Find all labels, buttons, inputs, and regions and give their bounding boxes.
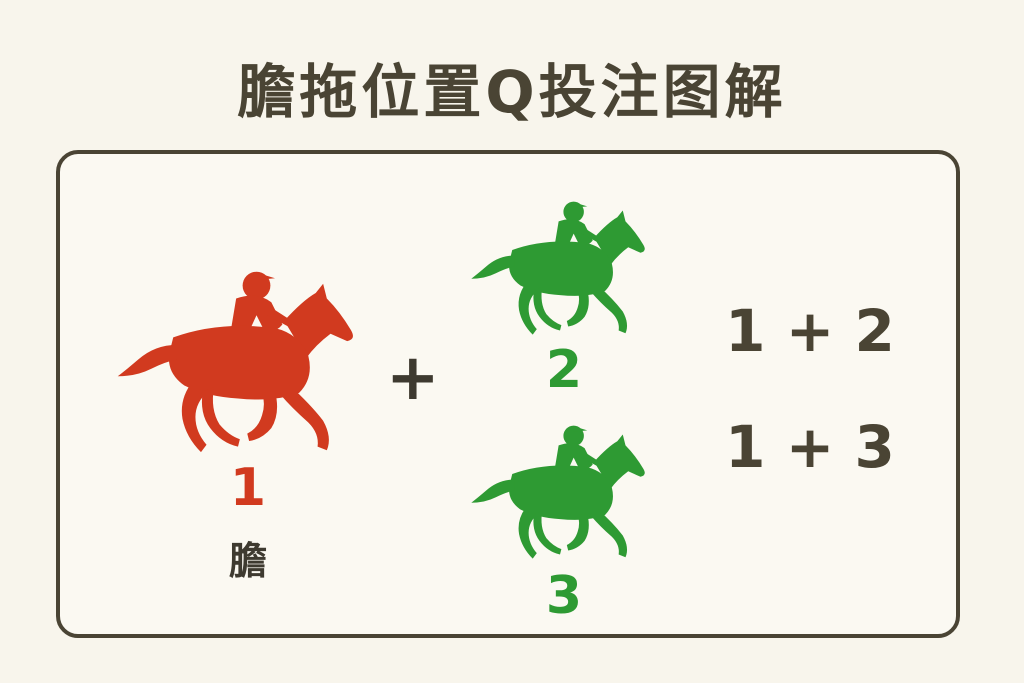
combination-1: 1 + 2 [725, 297, 895, 365]
page-title: 膽拖位置Q投注图解 [237, 58, 787, 126]
plus-operator: + [386, 341, 440, 415]
leg-number-3: 3 [545, 566, 583, 626]
combination-2: 1 + 3 [725, 413, 895, 481]
leg-horse-2-icon [468, 190, 652, 336]
leg-horse-3-icon [468, 414, 652, 560]
banker-horse-icon [116, 256, 360, 454]
leg-number-2: 2 [545, 340, 583, 400]
banker-number: 1 [229, 458, 267, 518]
banker-label: 膽 [228, 539, 267, 583]
